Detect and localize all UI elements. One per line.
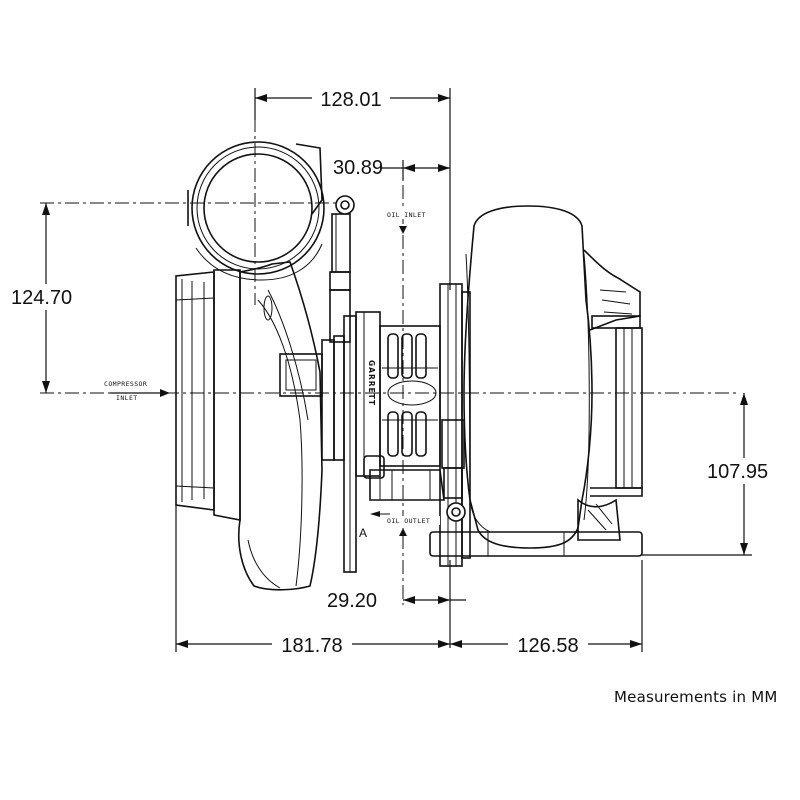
dim-compressor-width: 181.78 [281,635,342,657]
dim-compressor-height: 124.70 [11,287,72,309]
oil-inlet-label: OIL INLET [387,211,426,219]
dimension-29 [403,560,466,648]
turbine-backplate [439,283,471,567]
compressor-backplate [321,315,357,573]
center-housing [355,311,445,501]
oil-port-markers [370,226,407,536]
compressor-housing [175,141,325,591]
compressor-inlet-label-line2: INLET [116,394,138,402]
dimension-128 [254,88,451,290]
dimension-30 [380,160,450,180]
dim-top-width: 128.01 [320,89,381,111]
dim-turbine-height: 107.95 [707,461,768,483]
dim-turbine-width: 126.58 [517,635,578,657]
turbine-housing [429,205,643,557]
measurement-units-note: Measurements in MM [614,688,778,706]
compressor-inlet-label-line1: COMPRESSOR [104,380,147,388]
brand-text: GARRETT [367,360,376,406]
dim-oil-outlet-offset: 29.20 [327,590,377,612]
dim-oil-inlet-offset: 30.89 [333,157,383,179]
view-marker-a: A [359,526,367,540]
dimension-bottom [175,505,643,652]
compressor-inlet-callout [110,389,170,397]
oil-outlet-label: OIL OUTLET [387,517,430,525]
